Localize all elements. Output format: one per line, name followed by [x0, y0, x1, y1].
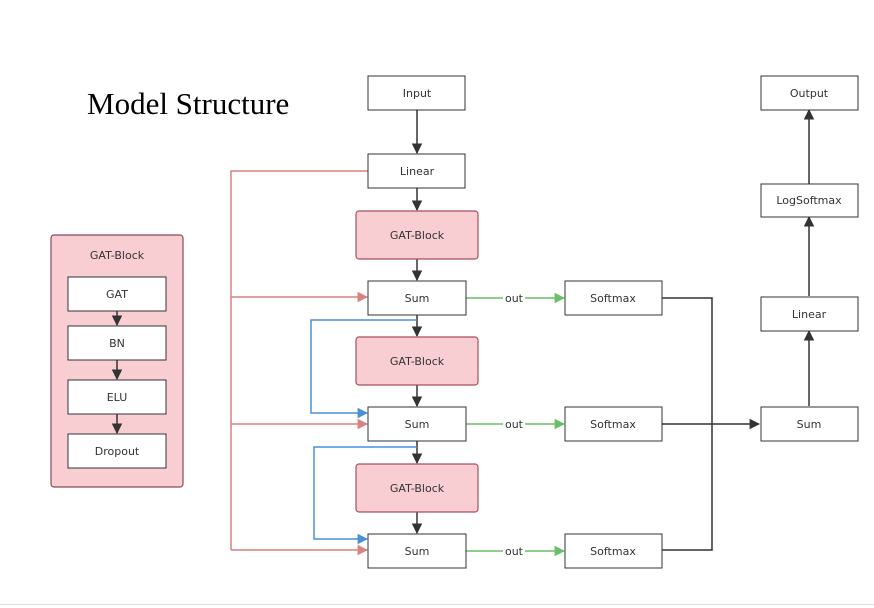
legend-node-elu-label: ELU	[107, 391, 128, 404]
node-linear1-label: Linear	[400, 165, 435, 178]
node-gat-block2	[355, 336, 479, 386]
legend-node-dropout-label: Dropout	[95, 445, 140, 458]
node-output	[760, 75, 859, 111]
edge-linear-skip-trunk	[230, 170, 368, 550]
legend-node-dropout	[67, 433, 167, 469]
node-sum-final	[760, 406, 859, 442]
node-logsoftmax	[760, 183, 859, 218]
legend-block-title: GAT-Block	[90, 249, 145, 262]
node-sum2	[367, 406, 467, 442]
node-softmax3	[564, 533, 663, 569]
node-gat-block3-label: GAT-Block	[390, 482, 445, 495]
legend-gat-block: GAT-Block GAT BN ELU Dropout	[50, 234, 184, 488]
edge-residual-sum2-sum3	[313, 446, 417, 545]
node-softmax2	[564, 406, 663, 442]
edges	[230, 108, 815, 557]
nodes: Input Linear GAT-Block Sum GAT-Block Sum…	[355, 75, 859, 569]
edge-residual-sum1-sum2	[310, 319, 417, 419]
node-logsoftmax-label: LogSoftmax	[776, 194, 842, 207]
node-linear2	[760, 296, 859, 332]
node-sum1	[367, 280, 467, 316]
node-gat-block2-label: GAT-Block	[390, 355, 445, 368]
node-softmax2-label: Softmax	[590, 418, 636, 431]
node-input-label: Input	[403, 87, 432, 100]
node-gat-block1-label: GAT-Block	[390, 229, 445, 242]
edge-softmax3-merge	[662, 424, 713, 551]
legend-node-gat	[67, 276, 167, 312]
node-softmax3-label: Softmax	[590, 545, 636, 558]
node-sum3	[367, 533, 467, 569]
node-linear2-label: Linear	[792, 308, 827, 321]
edge-label-out1: out	[505, 292, 524, 305]
edge-softmax1-merge	[662, 297, 713, 424]
node-sum2-label: Sum	[405, 418, 430, 431]
edge-label-out2: out	[505, 418, 524, 431]
node-output-label: Output	[790, 87, 829, 100]
node-softmax1	[564, 280, 663, 316]
node-softmax1-label: Softmax	[590, 292, 636, 305]
node-sum3-label: Sum	[405, 545, 430, 558]
node-sum-final-label: Sum	[797, 418, 822, 431]
node-gat-block1	[355, 210, 479, 260]
legend-node-elu	[67, 379, 167, 415]
legend-node-gat-label: GAT	[106, 288, 128, 301]
edge-label-out3: out	[505, 545, 524, 558]
node-linear1	[367, 153, 466, 189]
edge-labels: out out out	[503, 290, 525, 558]
page-title: Model Structure	[87, 86, 289, 121]
legend-node-bn-label: BN	[109, 337, 125, 350]
bottom-divider	[0, 604, 874, 605]
node-gat-block3	[355, 463, 479, 513]
node-input	[367, 75, 466, 111]
node-sum1-label: Sum	[405, 292, 430, 305]
